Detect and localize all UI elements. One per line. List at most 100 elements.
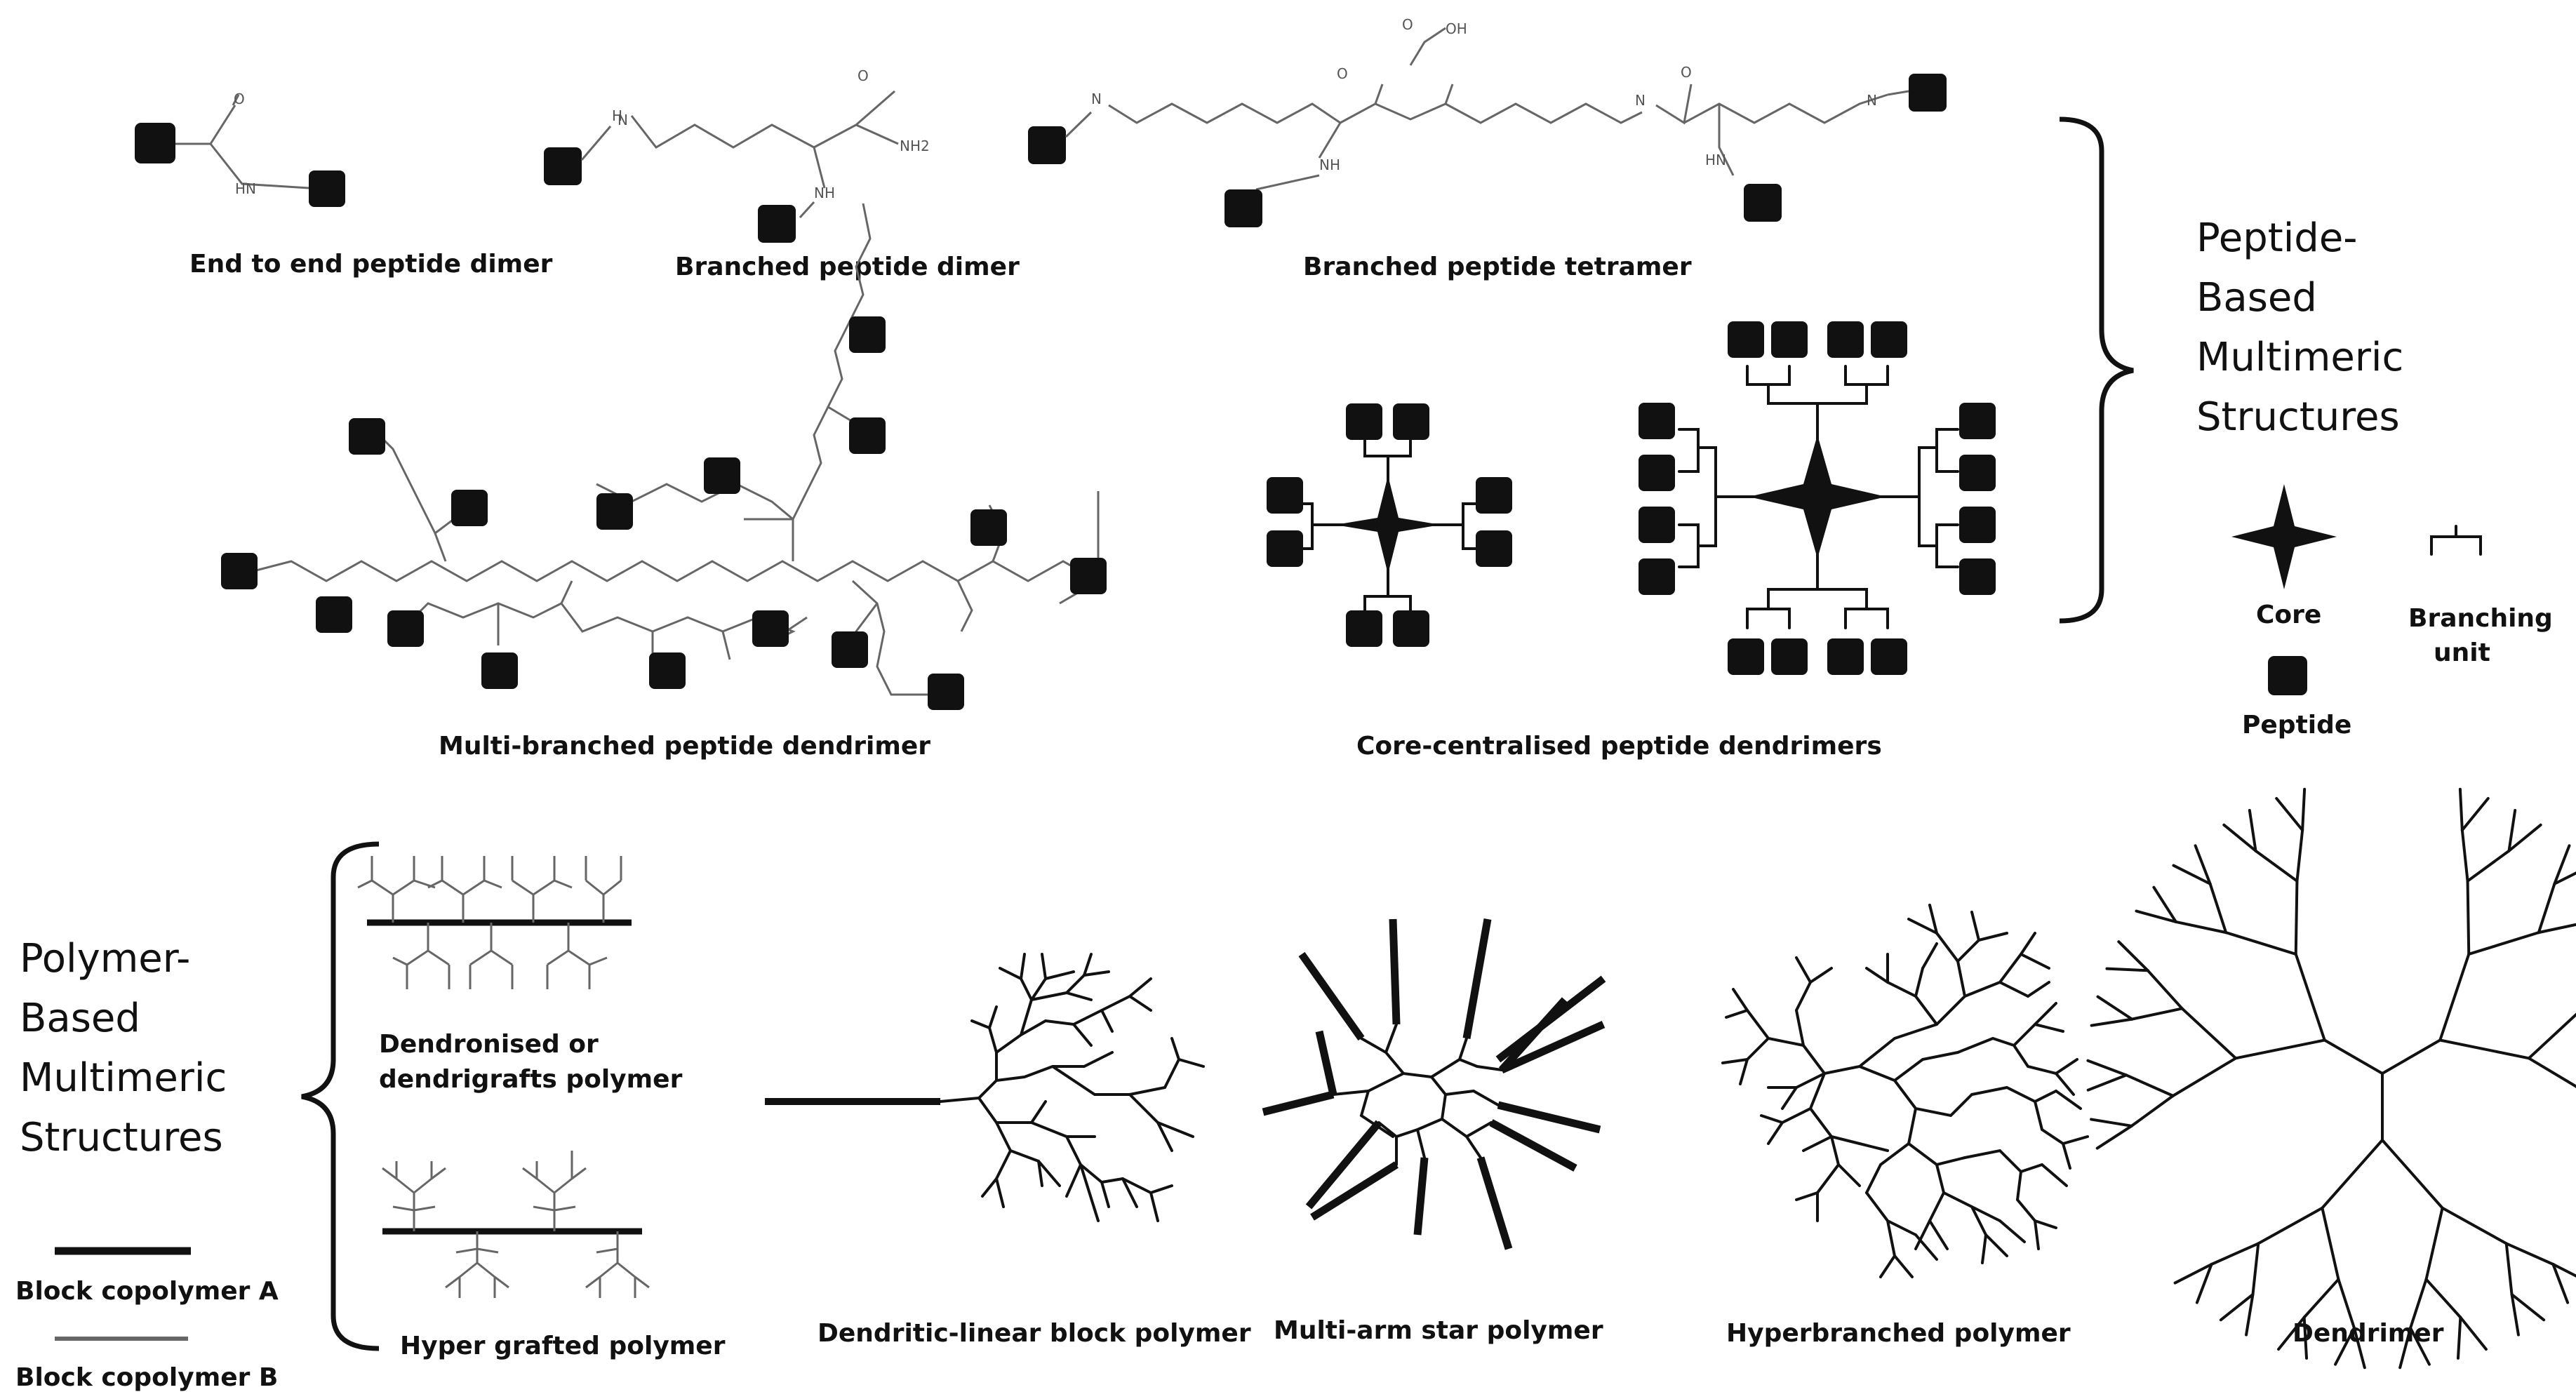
n-atom: N: [618, 112, 628, 128]
dendrimer-branch: [2251, 1242, 2260, 1296]
oxygen-atom: O: [1681, 64, 1692, 81]
peptide-block: [752, 610, 789, 647]
dendrimer-branch: [2527, 1012, 2576, 1060]
peptide-group-brace: [2059, 116, 2134, 624]
peptide-block: [1224, 189, 1262, 227]
dendrimer-caption: Dendrimer: [2293, 1319, 2444, 1348]
peptide-block: [1959, 558, 1996, 595]
hyper-grafted-caption: Hyper grafted polymer: [400, 1332, 726, 1360]
peptide-block: [849, 316, 886, 353]
nh-atom: NH: [814, 185, 835, 201]
polymer-title-line: Polymer-: [20, 936, 190, 982]
dendrimer-branch: [2466, 849, 2511, 883]
dendrimer-branch: [2441, 1206, 2508, 1245]
peptide-block: [1959, 403, 1996, 439]
end-to-end-dimer-structure: O HN: [135, 91, 345, 207]
polymer-group-title: Polymer- Based Multimeric Structures: [20, 936, 227, 1160]
dendrimer-branch: [2295, 829, 2304, 883]
dendrimer-branch: [2277, 1316, 2306, 1351]
peptide-block: [1827, 321, 1864, 358]
peptide-block: [1959, 455, 1996, 491]
dendrimer-branch: [2195, 1262, 2213, 1304]
nh-atom: NH: [1319, 156, 1340, 173]
branched-dimer-caption: Branched peptide dimer: [675, 253, 1020, 281]
peptide-block: [1476, 477, 1512, 514]
dendrimer-branch: [2459, 1316, 2488, 1351]
dendritic-linear-caption: Dendritic-linear block polymer: [817, 1319, 1251, 1348]
dendrimer-branch: [2467, 931, 2540, 956]
dendrimer-branch: [2504, 1242, 2514, 1296]
n-atom: N: [1867, 92, 1877, 109]
dendrimer-branch: [2095, 1124, 2133, 1150]
dendritic-linear-structure: [765, 953, 1205, 1222]
peptide-block: [649, 652, 686, 689]
dendrimer-branch: [2219, 1292, 2255, 1322]
peptide-block: [832, 631, 868, 668]
peptide-block: [1771, 638, 1808, 675]
n-atom: N: [1635, 92, 1646, 109]
dendrimer-branch: [2086, 1059, 2128, 1077]
dendrimer-branch: [2301, 787, 2307, 832]
core-star-icon: [1335, 476, 1441, 574]
peptide-legend-icon: [2268, 656, 2307, 695]
dendrimer-branch: [2257, 1206, 2324, 1245]
peptide-block: [481, 652, 518, 689]
peptide-block: [316, 596, 352, 633]
dendrimer-branch: [2194, 844, 2212, 885]
dendrimer-branch: [2337, 1278, 2356, 1330]
oh-atom: OH: [1446, 20, 1467, 37]
peptide-block: [309, 170, 345, 207]
peptide-block: [1393, 610, 1429, 647]
block-b-label: Block copolymer B: [15, 1363, 278, 1392]
dendrimer-branch: [2125, 1073, 2175, 1097]
peptide-block: [1028, 126, 1066, 164]
dendrimer-branch: [2173, 1262, 2213, 1285]
dendrimer-branch: [2117, 940, 2149, 972]
dendrimer-branch: [2504, 1242, 2555, 1266]
core-legend-icon: [2231, 484, 2337, 589]
peptide-block: [928, 674, 964, 710]
polymer-group-brace: [301, 841, 380, 1351]
dendrimer-branch: [2321, 1139, 2384, 1210]
dendrimer-branch: [2096, 995, 2134, 1021]
peptide-block: [1393, 403, 1429, 440]
dendrimer-branch: [2224, 931, 2297, 956]
peptide-block: [135, 123, 175, 163]
dendrimer-branch: [2180, 1007, 2238, 1060]
peptide-block: [704, 457, 740, 494]
multi-branched-dendrimer-structure: [221, 203, 1107, 710]
dendrimer-branch: [2507, 823, 2542, 852]
dendrimer-branch: [2172, 864, 2212, 885]
peptide-block: [1639, 507, 1675, 543]
hyperbranched-caption: Hyperbranched polymer: [1726, 1319, 2071, 1348]
peptide-block: [1639, 558, 1675, 595]
peptide-block: [970, 509, 1007, 546]
hyper-grafted-polymer-structure: [382, 1151, 650, 1298]
dendrimer-branch: [2174, 920, 2228, 935]
dendrimer-branch: [2334, 1326, 2356, 1366]
peptide-block: [1639, 403, 1675, 439]
hn-atom: HN: [1705, 152, 1726, 168]
peptide-block: [1827, 638, 1864, 675]
dendrimer-branch: [2248, 809, 2257, 852]
dendrimer-branch: [2381, 1139, 2444, 1210]
peptide-block: [849, 417, 886, 454]
core-centralised-caption: Core-centralised peptide dendrimers: [1356, 732, 1882, 761]
dendrimer-branch: [2302, 1278, 2340, 1319]
oxygen-atom: O: [857, 67, 869, 84]
peptide-block: [451, 490, 488, 526]
peptide-block: [1771, 321, 1808, 358]
dendrimer-branch: [2086, 1073, 2128, 1092]
dendrimer-branch: [2130, 1094, 2175, 1127]
dendrimer-branch: [2234, 1038, 2326, 1060]
dendrimer-branch: [2456, 1316, 2462, 1360]
polymer-title-line: Structures: [20, 1115, 223, 1160]
dendrimer-branch: [2537, 923, 2576, 935]
dendronised-polymer-structure: [357, 856, 632, 989]
peptide-block: [1346, 403, 1382, 440]
branched-tetramer-caption: Branched peptide tetramer: [1303, 253, 1692, 281]
dendrimer-branch: [2510, 1292, 2520, 1337]
peptide-block: [1728, 321, 1764, 358]
dendrimer-branch: [2537, 882, 2556, 935]
